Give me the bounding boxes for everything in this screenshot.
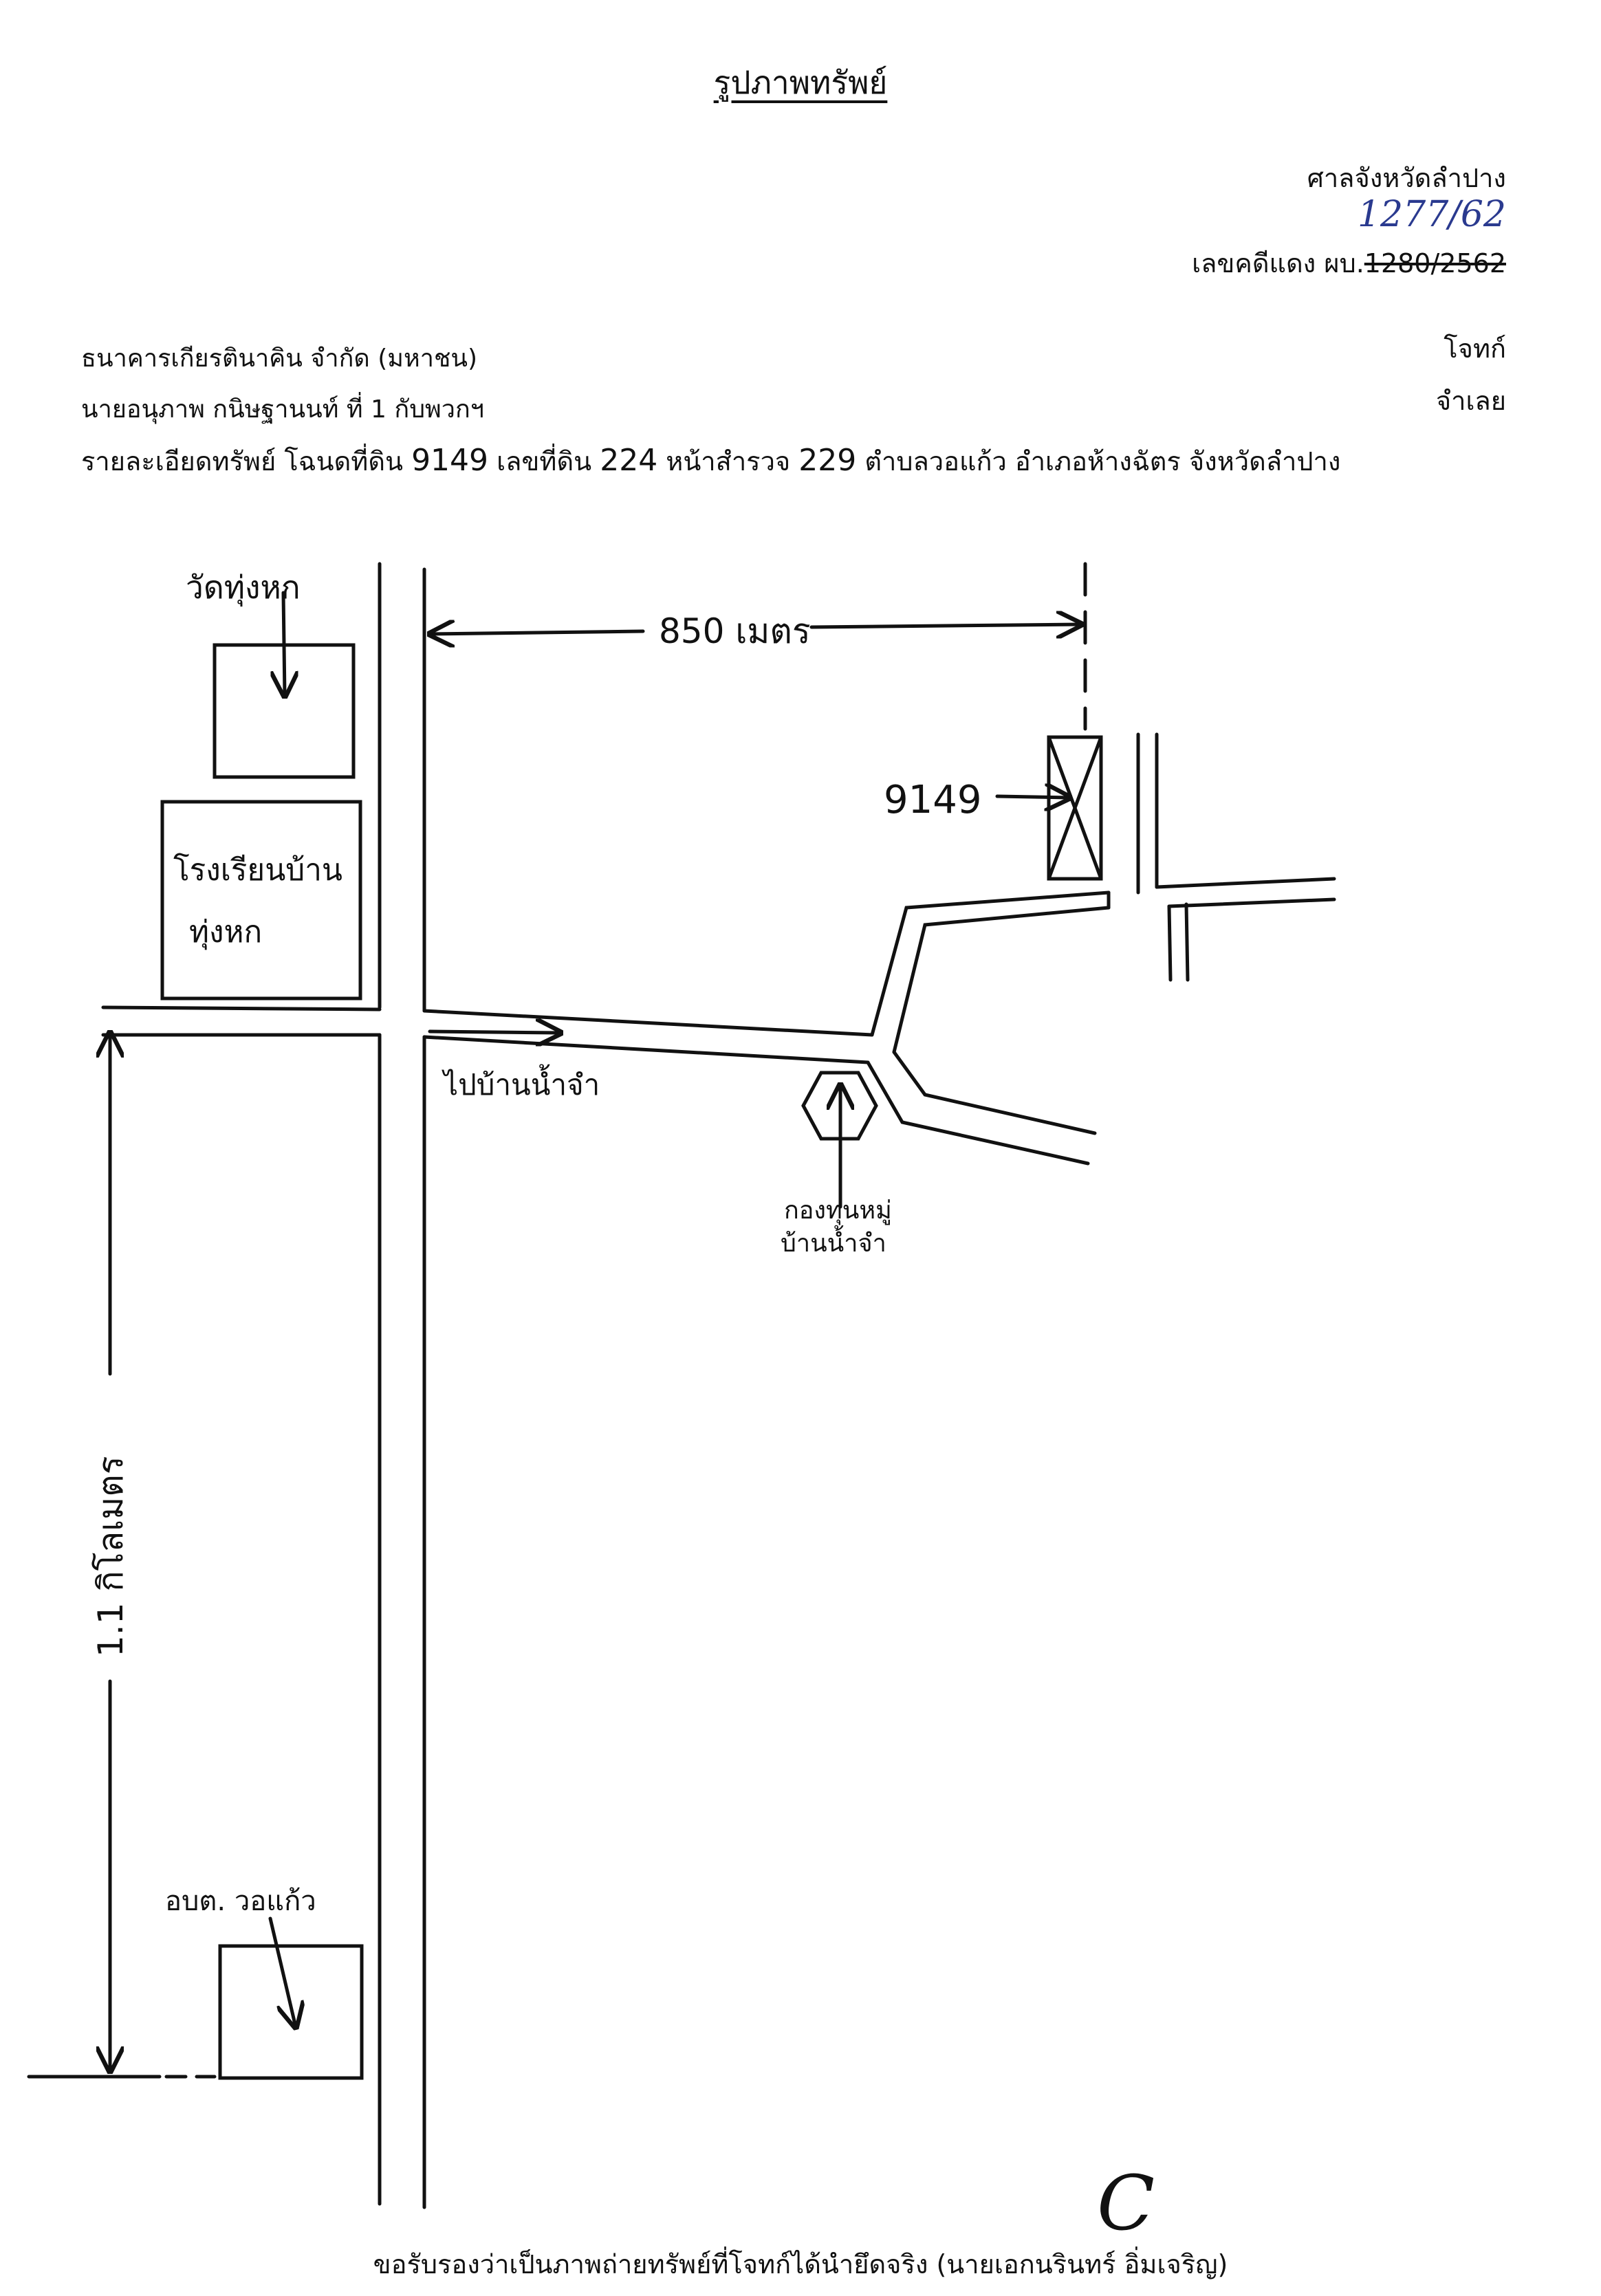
detail-label-land: เลขที่ดิน (497, 446, 592, 477)
court-name: ศาลจังหวัดลำปาง (1307, 163, 1506, 193)
distance-850-label: 850 เมตร (659, 611, 811, 651)
detail-location: ตำบลวอแก้ว อำเภอห้างฉัตร จังหวัดลำปาง (864, 446, 1341, 477)
defendant-role: จำเลย (1435, 386, 1506, 416)
school-label-2: ทุ่งหก (189, 915, 262, 950)
land-number: 224 (600, 443, 658, 478)
village-fund-label-2: บ้านน้ำจำ (781, 1225, 886, 1258)
survey-number: 229 (798, 443, 857, 478)
far-road-bottom-edge (1167, 897, 1336, 908)
left-road-top-edge (101, 1005, 382, 1012)
southeast-road-bottom-edge (892, 1050, 1097, 1135)
east-road-top-edge (422, 1009, 874, 1037)
plaintiff-name: ธนาคารเกียรตินาคิน จำกัด (มหาชน) (81, 345, 478, 373)
handwritten-case-number: 1277/62 (1357, 194, 1506, 235)
plot-cross-b (1047, 735, 1103, 881)
plot-label-arrow (995, 796, 1069, 798)
dimension-850-right (809, 624, 1081, 627)
road-to-label: ไปบ้านน้ำจำ (442, 1064, 600, 1102)
far-road-down-right (1184, 902, 1190, 982)
school-box (160, 800, 362, 1001)
case-number: เลขคดีแดง ผบ.1280/2562 (1192, 242, 1506, 284)
branch-road-left-edge (870, 890, 1111, 1037)
detail-label-deed: รายละเอียดทรัพย์ โฉนดที่ดิน (81, 446, 403, 477)
village-fund-hexagon (801, 1071, 878, 1141)
far-road-down-left (1167, 904, 1173, 982)
school-label-1: โรงเรียนบ้าน (173, 853, 342, 888)
plot-label: 9149 (884, 778, 982, 822)
temple-arrow (283, 591, 285, 696)
signature-mark: C (1097, 2159, 1155, 2247)
sao-arrow (268, 1916, 296, 2027)
case-struck: 1280/2562 (1364, 248, 1506, 278)
page-title: รูปภาพทรัพย์ (713, 64, 888, 101)
detail-label-survey: หน้าสำรวจ (666, 446, 791, 477)
dimension-850-left (430, 631, 645, 634)
far-road-top-edge (1155, 877, 1336, 889)
temple-label: วัดทุ่งหก (186, 569, 301, 607)
deed-number: 9149 (411, 443, 489, 478)
sao-box (218, 1944, 364, 2080)
property-details: รายละเอียดทรัพย์ โฉนดที่ดิน 9149 เลขที่ด… (81, 440, 1340, 482)
case-label: เลขคดีแดง ผบ. (1192, 248, 1364, 278)
certification-footer: ขอรับรองว่าเป็นภาพถ่ายทรัพย์ที่โจทก์ได้น… (373, 2249, 1228, 2279)
plaintiff-role: โจทก์ (1444, 334, 1506, 364)
southeast-road-top-edge (866, 1060, 1090, 1166)
village-fund-label-1: กองทุนหมู่ (784, 1196, 892, 1225)
direction-arrow (428, 1031, 560, 1033)
defendant-name: นายอนุภาพ กนิษฐานนท์ ที่ 1 กับพวกฯ (81, 395, 485, 424)
distance-side-label: 1.1 กิโลเมตร (91, 1456, 131, 1657)
east-road-bottom-edge (422, 1035, 870, 1064)
branch-road-right-edge (892, 906, 1111, 1054)
sao-label: อบต. วอแก้ว (165, 1885, 316, 1917)
